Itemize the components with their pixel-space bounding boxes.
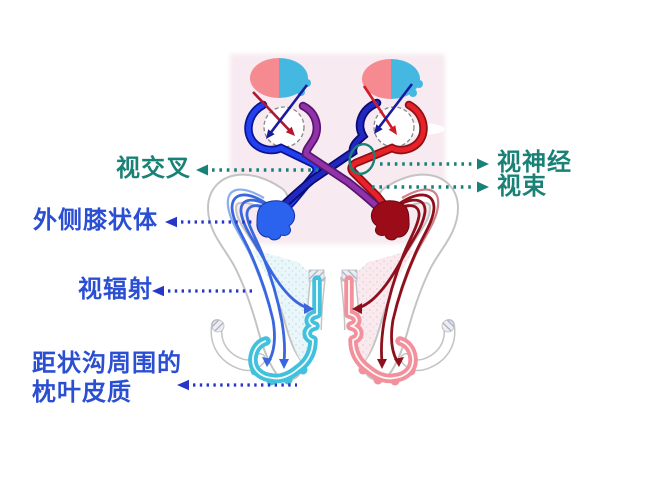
right-eye-light-rays: [362, 83, 414, 135]
arrowhead-left-icon: [152, 285, 164, 297]
label-optic-tract: 视束: [497, 174, 547, 200]
arrow-optic-chiasm: [196, 164, 318, 176]
arrow-optic-nerve: [380, 158, 489, 170]
left-visual-field-disc: [250, 58, 311, 98]
left-eye-light-rays: [252, 84, 309, 139]
label-optic-chiasm: 视交叉: [116, 156, 191, 182]
label-lateral-geniculate-body: 外侧膝状体: [33, 208, 158, 234]
arrowhead-left-icon: [177, 379, 189, 391]
arrowhead-right-icon: [477, 158, 489, 170]
optic-nerve-highlight-circle: [348, 143, 376, 175]
arrowhead-left-icon: [165, 216, 177, 228]
label-calcarine-cortex: 距状沟周围的 枕叶皮质: [32, 350, 182, 408]
optic-chiasm-tubes: [244, 98, 428, 221]
arrowhead-right-icon: [477, 181, 489, 193]
arrow-lateral-geniculate-body: [165, 216, 254, 228]
right-lateral-geniculate-body: [370, 200, 410, 241]
left-lateral-geniculate-body: [256, 200, 296, 241]
left-eyeball: [263, 106, 305, 148]
arrowhead-left-icon: [196, 164, 208, 176]
label-optic-nerve: 视神经: [497, 150, 572, 176]
arrow-optic-tract: [372, 181, 489, 193]
label-optic-radiation: 视辐射: [78, 277, 153, 303]
arrow-optic-radiation: [152, 285, 252, 297]
arrow-calcarine-cortex: [177, 379, 297, 391]
label-calcarine-cortex-line2: 枕叶皮质: [32, 380, 132, 406]
label-calcarine-cortex-line1: 距状沟周围的: [32, 351, 182, 377]
right-visual-field-disc: [362, 59, 423, 99]
